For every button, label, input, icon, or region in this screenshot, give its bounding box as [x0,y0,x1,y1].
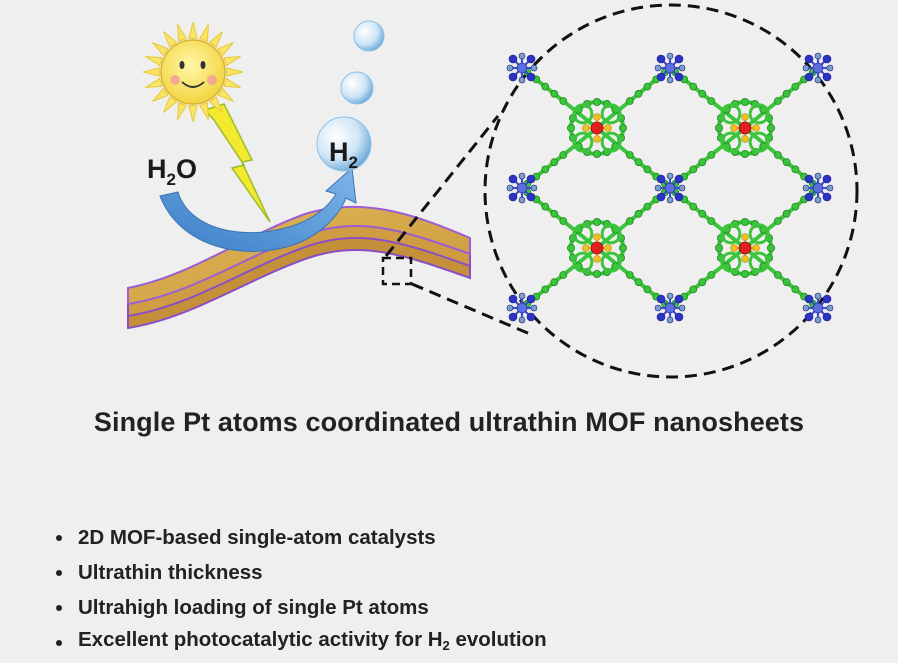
porphyrin-unit [567,217,628,278]
metal-node [654,292,686,324]
sun-icon [142,21,244,123]
porphyrin-unit [567,98,628,158]
arrow-icon [159,166,357,252]
bullet-dot [56,639,62,646]
graphical-abstract-illustration: H2O H2 [127,3,859,379]
metal-node [802,172,834,204]
highlight-text: 2D MOF-based single-atom catalysts [78,526,436,549]
highlight-text: Ultrahigh loading of single Pt atoms [78,596,429,619]
highlight-item: 2D MOF-based single-atom catalysts [56,520,547,555]
bullet-dot [56,604,62,611]
metal-node [802,292,834,324]
bullet-dot [56,569,62,576]
metal-node [654,52,686,84]
metal-node [802,52,834,84]
highlight-text: Ultrathin thickness [78,561,263,584]
metal-node [654,172,686,204]
highlights-list: 2D MOF-based single-atom catalysts Ultra… [56,520,547,660]
highlight-text: Excellent photocatalytic activity for H2… [78,628,547,653]
mof-lattice-icon [506,52,834,324]
highlight-item: Excellent photocatalytic activity for H2… [56,625,547,660]
metal-node [506,172,538,204]
porphyrin-unit [715,98,776,158]
bubble-icon [316,20,385,172]
hydrogen-label: H2 [329,137,358,172]
figure-title: Single Pt atoms coordinated ultrathin MO… [93,407,805,437]
porphyrin-unit [715,217,776,278]
bullet-dot [56,534,62,541]
highlight-item: Ultrathin thickness [56,555,547,590]
metal-node [506,292,538,324]
zoom-indicator [381,3,859,379]
water-label: H2O [147,154,197,189]
metal-node [506,52,538,84]
highlight-item: Ultrahigh loading of single Pt atoms [56,590,547,625]
lightning-icon [203,103,271,223]
